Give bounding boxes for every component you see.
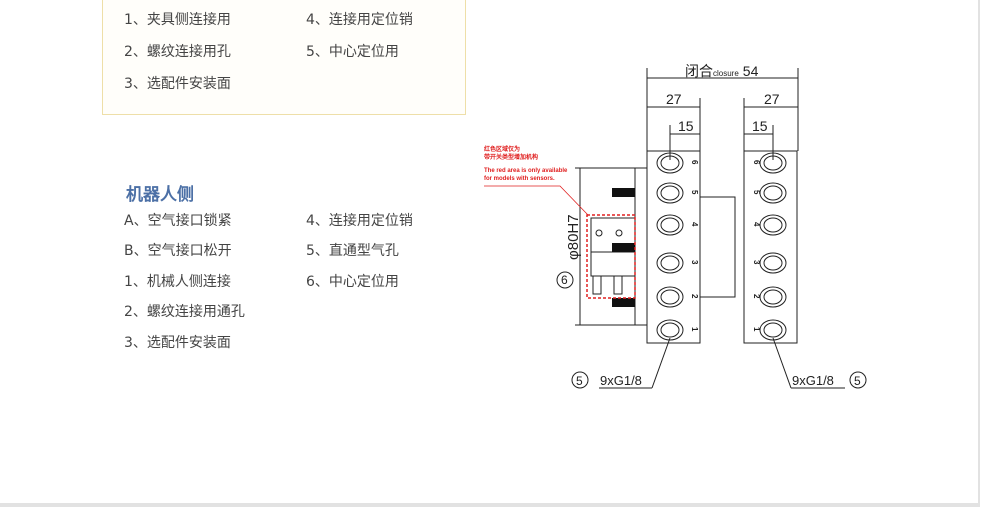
port-hole bbox=[759, 152, 787, 174]
port-hole bbox=[660, 255, 680, 271]
gripper-side-legend-box bbox=[102, 0, 466, 115]
port-hole bbox=[656, 152, 684, 174]
callout-5-right: 5 bbox=[854, 374, 861, 388]
legend-item: 3、选配件安装面 bbox=[124, 76, 231, 92]
legend-item: 3、选配件安装面 bbox=[124, 335, 231, 351]
port-number: 1 bbox=[752, 327, 761, 332]
port-number: 3 bbox=[690, 260, 699, 265]
diameter-label: φ80H7 bbox=[565, 214, 582, 260]
port-hole bbox=[656, 182, 684, 204]
port-number: 6 bbox=[690, 160, 699, 165]
port-number: 3 bbox=[752, 260, 761, 265]
dim-15-right: 15 bbox=[752, 118, 768, 134]
port-number: 2 bbox=[690, 294, 699, 299]
legend-item: 4、连接用定位销 bbox=[306, 213, 413, 229]
callout-5-circle-left bbox=[571, 371, 589, 389]
legend-item: 4、连接用定位销 bbox=[306, 12, 413, 28]
port-hole bbox=[763, 217, 783, 233]
port-number: 6 bbox=[752, 160, 761, 165]
center-boss bbox=[699, 196, 736, 298]
dim-15-left: 15 bbox=[678, 118, 694, 134]
port-hole bbox=[656, 286, 684, 308]
port-hole bbox=[656, 319, 684, 341]
port-hole bbox=[660, 322, 680, 338]
legend-item: 6、中心定位用 bbox=[306, 274, 399, 290]
closure-en: closure bbox=[713, 69, 739, 78]
port-hole bbox=[660, 155, 680, 171]
port-number: 4 bbox=[690, 222, 699, 227]
red-note-en-2: for models with sensors. bbox=[484, 176, 555, 182]
port-hole bbox=[759, 286, 787, 308]
callout-5-circle-right bbox=[849, 371, 867, 389]
callout-6-circle bbox=[556, 271, 574, 289]
port-number: 5 bbox=[752, 190, 761, 195]
legend-item: B、空气接口松开 bbox=[124, 243, 232, 259]
port-hole bbox=[759, 214, 787, 236]
port-hole bbox=[660, 289, 680, 305]
port-number: 1 bbox=[690, 327, 699, 332]
port-hole bbox=[763, 289, 783, 305]
port-hole bbox=[763, 255, 783, 271]
legend-item: 2、螺纹连接用孔 bbox=[124, 44, 231, 60]
port-number: 5 bbox=[690, 190, 699, 195]
callout-6: 6 bbox=[561, 273, 568, 287]
legend-item: 1、夹具侧连接用 bbox=[124, 12, 231, 28]
port-hole bbox=[763, 322, 783, 338]
port-hole bbox=[656, 252, 684, 274]
port-hole bbox=[660, 217, 680, 233]
sensor-area-outline bbox=[586, 214, 636, 299]
port-hole bbox=[763, 155, 783, 171]
port-number: 2 bbox=[752, 294, 761, 299]
legend-item: 1、机械人侧连接 bbox=[124, 274, 231, 290]
legend-item: 2、螺纹连接用通孔 bbox=[124, 304, 245, 320]
port-hole bbox=[656, 214, 684, 236]
closure-cn: 闭合 bbox=[685, 63, 713, 79]
port-hole bbox=[759, 319, 787, 341]
port-hole bbox=[759, 182, 787, 204]
red-note-cn-2: 带开关类型增加机构 bbox=[484, 153, 538, 161]
red-note-en-1: The red area is only available bbox=[484, 168, 568, 174]
robot-side-title: 机器人侧 bbox=[126, 185, 194, 205]
port-label-left: 9xG1/8 bbox=[600, 373, 642, 388]
right-block bbox=[743, 150, 798, 344]
legend-item: A、空气接口锁紧 bbox=[124, 213, 232, 229]
port-number: 4 bbox=[752, 222, 761, 227]
port-label-right: 9xG1/8 bbox=[792, 373, 834, 388]
legend-item: 5、直通型气孔 bbox=[306, 243, 399, 259]
flange bbox=[634, 167, 648, 326]
left-block bbox=[646, 150, 701, 344]
red-note-cn-1: 红色区域仅为 bbox=[484, 145, 520, 153]
port-hole bbox=[763, 185, 783, 201]
callout-5-left: 5 bbox=[576, 374, 583, 388]
dim-27-right: 27 bbox=[764, 91, 780, 107]
legend-item: 5、中心定位用 bbox=[306, 44, 399, 60]
closure-value: 54 bbox=[743, 63, 759, 79]
dim-27-left: 27 bbox=[666, 91, 682, 107]
port-hole bbox=[660, 185, 680, 201]
port-hole bbox=[759, 252, 787, 274]
